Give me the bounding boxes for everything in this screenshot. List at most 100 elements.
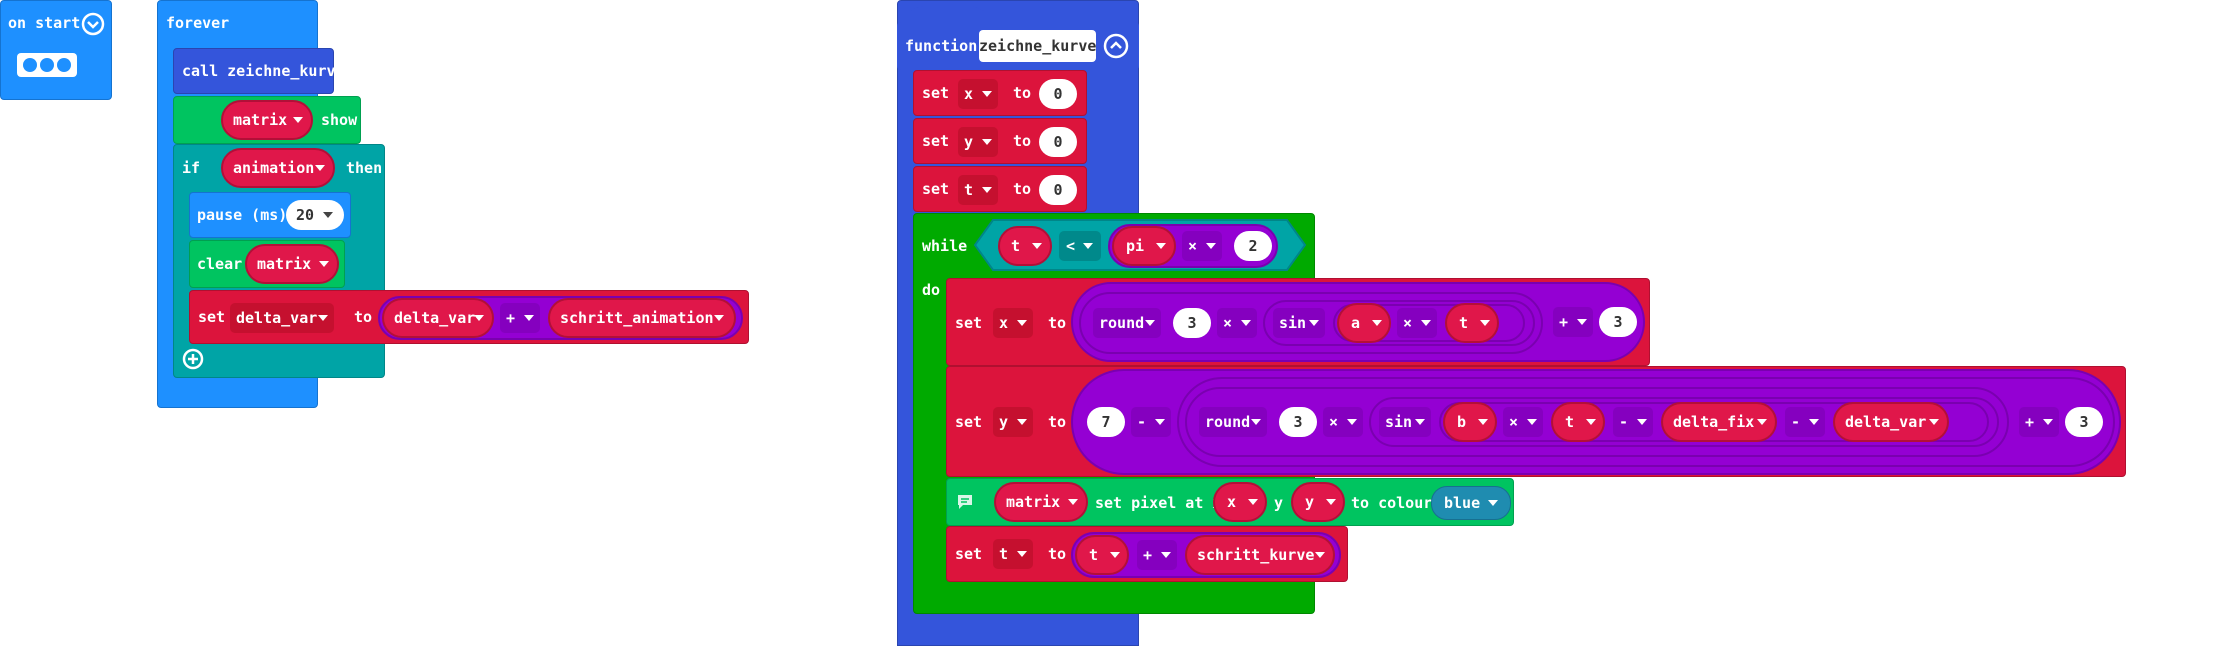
t-variable[interactable]: t [1445,303,1499,343]
t-variable[interactable]: t [1551,402,1605,442]
function-keyword: function [905,37,978,55]
function-header[interactable]: function zeichne_kurve [897,22,1139,70]
seven-value[interactable]: 7 [1087,407,1125,437]
chevron-down-icon [1017,419,1027,425]
clear-block[interactable]: clear matrix [189,240,345,288]
chevron-down-icon [1156,243,1166,249]
y-variable-selector[interactable]: y [958,127,998,157]
call-function-block[interactable]: call zeichne_kurve [173,48,345,94]
multiply-operator-dropdown[interactable]: × [1397,308,1437,338]
operator-dropdown[interactable]: + [500,303,540,333]
forever-label: forever [166,14,230,32]
round-multiplier-value[interactable]: 3 [1279,407,1317,437]
b-variable[interactable]: b [1443,402,1497,442]
plus-expression[interactable]: round 3 × sin a × [1071,282,1645,362]
offset-value[interactable]: 3 [2065,407,2103,437]
animation-variable[interactable]: animation [221,148,335,188]
multiply-operator-dropdown[interactable]: × [1217,308,1257,338]
addition-expression[interactable]: delta_var + schritt_animation [378,296,743,340]
pi-times-two-expression[interactable]: pi × 2 [1108,224,1278,268]
ellipsis-icon[interactable] [17,53,77,77]
plus-operator-dropdown[interactable]: + [1553,307,1593,337]
t-init-value[interactable]: 0 [1039,175,1077,205]
clear-label: clear [197,255,243,273]
seven-minus-expression[interactable]: 7 - round 3 × sin [1071,369,2121,475]
y-variable-selector[interactable]: y [993,407,1033,437]
t-plus-step-expression[interactable]: t + schritt_kurve [1071,532,1341,578]
pause-block[interactable]: pause (ms) 20 [189,192,351,238]
round-multiplier-value[interactable]: 3 [1173,308,1211,338]
t-variable[interactable]: t [1075,535,1129,575]
set-t-init-block[interactable]: set t to 0 [913,166,1087,212]
matrix-variable[interactable]: matrix [221,100,313,140]
set-y-init-block[interactable]: set y to 0 [913,118,1087,164]
chevron-down-icon [1309,320,1319,326]
delta-var-variable[interactable]: delta_var [1833,402,1949,442]
on-start-block[interactable]: on start [0,0,112,100]
t-variable-selector[interactable]: t [958,175,998,205]
t-variable-selector[interactable]: t [993,539,1033,569]
plus-circle-icon[interactable] [182,348,204,370]
x-variable-selector[interactable]: x [993,308,1033,338]
chevron-down-icon [319,261,329,267]
set-t-block[interactable]: set t to t + schritt_kurve [946,526,1348,582]
y-init-value[interactable]: 0 [1039,127,1077,157]
set-y-block[interactable]: set y to 7 - round 3 × [946,366,2126,477]
chevron-down-icon [1017,551,1027,557]
sin-function-dropdown[interactable]: sin [1273,308,1325,338]
matrix-variable[interactable]: matrix [994,482,1088,522]
pixel-x-variable[interactable]: x [1213,482,1267,522]
pixel-y-variable[interactable]: y [1291,482,1345,522]
set-delta-var-block[interactable]: set delta_var to delta_var + schritt_ani… [189,290,749,344]
chevron-up-circle-icon[interactable] [1103,33,1129,59]
offset-value[interactable]: 3 [1599,307,1637,337]
bt-minus-expression[interactable]: b × t - [1439,402,1989,442]
matrix-show-block[interactable]: matrix show [173,96,361,144]
delta-var-variable[interactable]: delta_var [382,298,494,338]
pixel-y-label: y [1274,494,1284,512]
delta-fix-variable[interactable]: delta_fix [1661,402,1777,442]
minus-operator-dropdown[interactable]: - [1613,407,1653,437]
clear-matrix-variable[interactable]: matrix [245,244,339,284]
y-plus-expression[interactable]: round 3 × sin b [1177,377,2115,467]
delta-var-selector[interactable]: delta_var [230,303,334,333]
set-x-block[interactable]: set x to round 3 × sin a [946,278,1650,366]
chevron-down-icon [1577,319,1587,325]
multiply-operator-dropdown[interactable]: × [1503,407,1543,437]
y-round-multiply-expression[interactable]: round 3 × sin b [1185,387,2009,457]
schritt-animation-variable[interactable]: schritt_animation [548,298,736,338]
chevron-down-icon [1248,499,1258,505]
minus-operator-dropdown[interactable]: - [1131,407,1171,437]
pause-value-dropdown[interactable]: 20 [286,200,344,230]
y-sin-expression[interactable]: sin b × t [1369,397,1999,447]
multiply-operator-dropdown[interactable]: × [1182,231,1222,261]
compare-operator-dropdown[interactable]: < [1059,231,1101,261]
a-variable[interactable]: a [1337,303,1391,343]
while-label: while [922,237,968,255]
while-t-variable[interactable]: t [998,226,1052,266]
two-value[interactable]: 2 [1234,231,1272,261]
chevron-down-icon [1421,320,1431,326]
minus-operator-dropdown[interactable]: - [1785,407,1825,437]
comment-icon[interactable] [956,493,974,511]
x-variable-selector[interactable]: x [958,79,998,109]
function-name-field[interactable]: zeichne_kurve [979,30,1096,62]
round-function-dropdown[interactable]: round [1093,308,1161,338]
set-pixel-block[interactable]: matrix set pixel at x x y y to colour bl… [946,478,1514,526]
plus-operator-dropdown[interactable]: + [1137,540,1177,570]
chevron-down-icon [1372,320,1382,326]
pi-variable[interactable]: pi [1112,226,1176,266]
multiply-operator-dropdown[interactable]: × [1323,407,1363,437]
x-init-value[interactable]: 0 [1039,79,1077,109]
sin-function-dropdown[interactable]: sin [1379,407,1431,437]
schritt-kurve-variable[interactable]: schritt_kurve [1185,535,1335,575]
round-function-dropdown[interactable]: round [1199,407,1267,437]
plus-operator-dropdown[interactable]: + [2019,407,2059,437]
sin-expression[interactable]: sin a × t [1263,300,1535,346]
colour-dropdown[interactable]: blue [1431,486,1511,520]
a-times-t-expression[interactable]: a × t [1333,303,1525,343]
round-multiply-expression[interactable]: round 3 × sin a × [1079,292,1543,354]
chevron-down-icon [1068,499,1078,505]
set-x-init-block[interactable]: set x to 0 [913,70,1087,116]
chevron-down-circle-icon[interactable] [81,12,105,36]
